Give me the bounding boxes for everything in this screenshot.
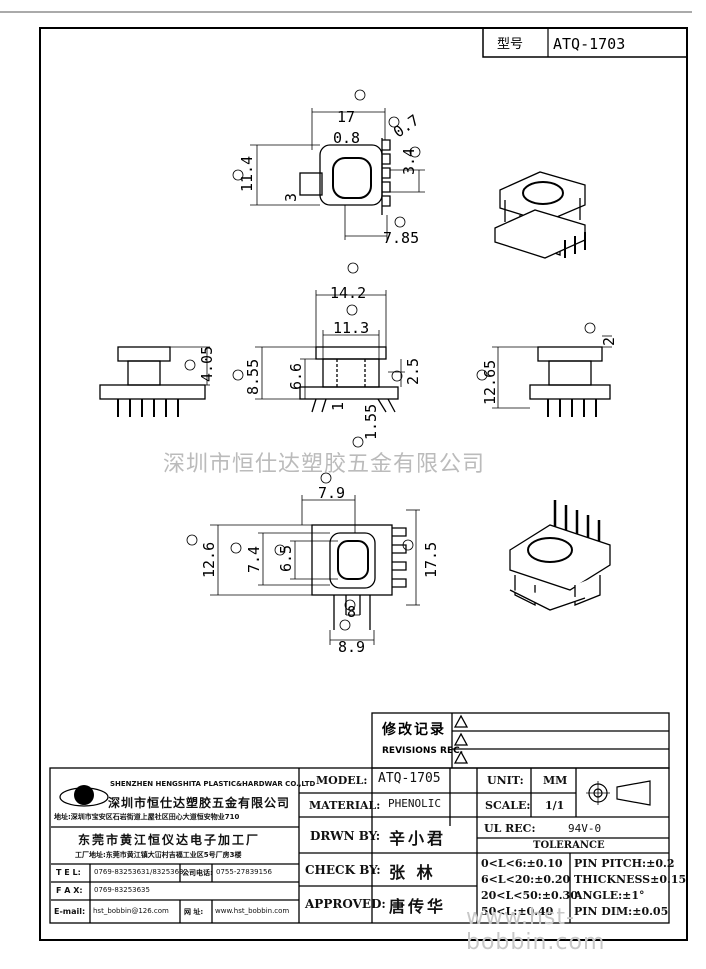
dim-4-05: 4.05 (198, 346, 216, 382)
company-phone-value: 0755-27839156 (216, 868, 272, 876)
angle-tolerance: ANGLE:±1° (574, 889, 645, 902)
tolerance-label: TOLERANCE (533, 840, 605, 851)
tolerance-range-3: 20<L<50:±0.30 (481, 889, 578, 902)
check-by-label: CHECK BY: (305, 863, 381, 877)
dim-14-2: 14.2 (330, 284, 366, 302)
watermark-company: 深圳市恒仕达塑胶五金有限公司 (163, 452, 486, 477)
dim-3: 3 (282, 193, 300, 202)
dim-11-3: 11.3 (333, 319, 369, 337)
email-label: E-mail: (54, 907, 86, 916)
unit-value: MM (543, 774, 568, 787)
header-model-box: 型号 ATQ-1703 (482, 27, 688, 58)
dim-17: 17 (337, 108, 355, 126)
ul-rec-value: 94V-0 (568, 822, 602, 835)
email-value: hst_bobbin@126.com (93, 907, 169, 915)
iso-view-bottom (509, 500, 611, 611)
dim-11-4: 11.4 (238, 156, 256, 192)
tolerance-range-4: 50<L:±0.40 (481, 905, 554, 918)
fax-label: F A X: (56, 886, 83, 895)
material-value: PHENOLIC (388, 797, 441, 810)
dim-2-5: 2.5 (404, 358, 422, 385)
tolerance-range-1: 0<L<6:±0.10 (481, 857, 563, 870)
model-value: ATQ-1705 (378, 771, 441, 786)
approved-label: APPROVED: (305, 897, 386, 911)
pin-dim-tolerance: PIN DIM:±0.05 (574, 905, 669, 918)
dim-8: 8 (347, 603, 356, 621)
unit-label: UNIT: (487, 774, 524, 787)
bottom-view (186, 472, 420, 645)
tel-label: T E L: (56, 868, 81, 877)
company-logo-icon (59, 785, 109, 807)
dim-3-4: 3.4 (400, 148, 418, 175)
right-side-view (476, 322, 612, 417)
type-label: 型号 (497, 37, 523, 52)
model-label: MODEL: (316, 774, 368, 787)
company-phone-label: 公司电话: (182, 869, 213, 877)
dim-1-55: 1.55 (362, 404, 380, 440)
check-by-value: 张 林 (389, 863, 436, 882)
dim-17-5: 17.5 (422, 542, 440, 578)
dim-12-6: 12.6 (200, 542, 218, 578)
fax-value: 0769-83253635 (94, 886, 150, 894)
watermark-website: www.hst-bobbin.com (466, 905, 606, 955)
revisions-title-cn: 修改记录 (381, 721, 446, 738)
web-label: 网 址: (184, 908, 204, 916)
dim-7-85: 7.85 (383, 229, 419, 247)
front-view (232, 262, 405, 448)
dim-6-6: 6.6 (287, 363, 305, 390)
ul-rec-label: UL REC: (484, 822, 536, 835)
material-label: MATERIAL: (309, 799, 381, 812)
left-side-view (99, 346, 210, 417)
dim-2: 2 (600, 337, 618, 346)
web-value: www.hst_bobbin.com (215, 907, 290, 915)
dim-1: 1 (329, 402, 347, 411)
dim-8-55: 8.55 (244, 359, 262, 395)
dim-0-8: 0.8 (333, 129, 360, 147)
factory-address: 工厂地址:东莞市黄江镇大冚村吉福工业区5号厂房3楼 (75, 851, 242, 859)
revisions-title-en: REVISIONS REC. (382, 746, 463, 756)
dim-7-4: 7.4 (245, 546, 263, 573)
dim-6-5: 6.5 (277, 545, 295, 572)
projection-symbol-icon (586, 780, 651, 806)
tolerance-range-2: 6<L<20:±0.20 (481, 873, 571, 886)
header-model-code: ATQ-1703 (553, 35, 625, 53)
company-name-cn: 深圳市恒仕达塑胶五金有限公司 (108, 796, 291, 810)
dim-0-7: 0.7 (390, 111, 423, 141)
factory-name-cn: 东莞市黄江恒仪达电子加工厂 (78, 833, 261, 847)
drawn-by-value: 辛小君 (389, 829, 447, 848)
outer-frame (39, 27, 688, 941)
company-address-sz: 地址:深圳市宝安区石岩街道上屋社区田心大道恒安物业710 (54, 813, 240, 821)
dim-7-9: 7.9 (318, 484, 345, 502)
approved-value: 唐传华 (389, 897, 447, 916)
pin-pitch-tolerance: PIN PITCH:±0.2 (574, 857, 675, 870)
iso-view-top (494, 171, 586, 259)
company-name-en: SHENZHEN HENGSHITA PLASTIC&HARDWAR CO.,L… (110, 780, 316, 788)
title-block-grid (49, 767, 670, 924)
thickness-tolerance: THICKNESS±0.15 (574, 873, 687, 886)
scale-value: 1/1 (545, 799, 565, 812)
dim-12-65: 12.65 (481, 360, 499, 405)
scale-label: SCALE: (485, 799, 531, 812)
top-view (232, 89, 425, 240)
drawn-by-label: DRWN BY: (310, 829, 381, 843)
dim-8-9: 8.9 (338, 638, 365, 656)
tel-value: 0769-83253631/83253632 (94, 868, 188, 876)
